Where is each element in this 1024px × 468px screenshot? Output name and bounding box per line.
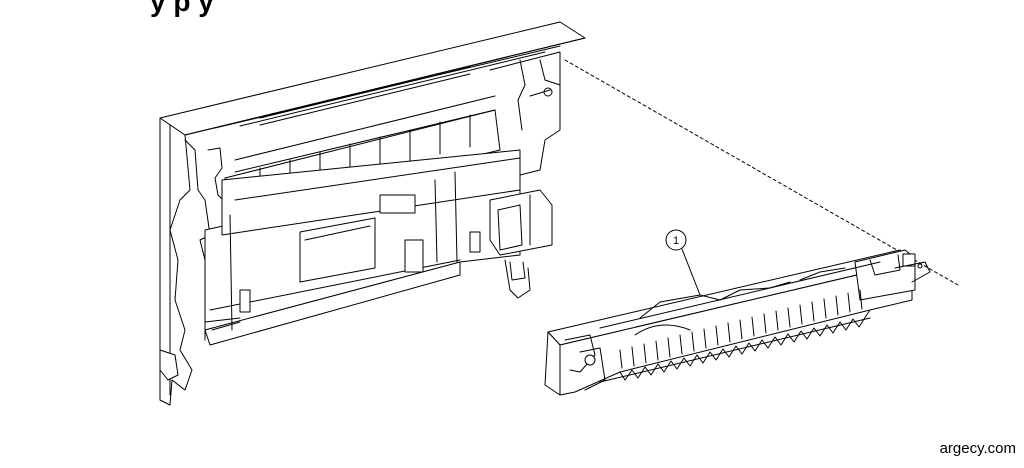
callout-1: [666, 230, 700, 295]
alignment-leader-line: [565, 60, 958, 285]
exit-roller-assembly: [545, 250, 930, 395]
fuser-frame-assembly: [160, 22, 585, 405]
page-title-fragment: y p y: [150, 0, 214, 17]
watermark: argecy.com: [939, 440, 1016, 457]
callout-1-label: 1: [673, 235, 679, 247]
